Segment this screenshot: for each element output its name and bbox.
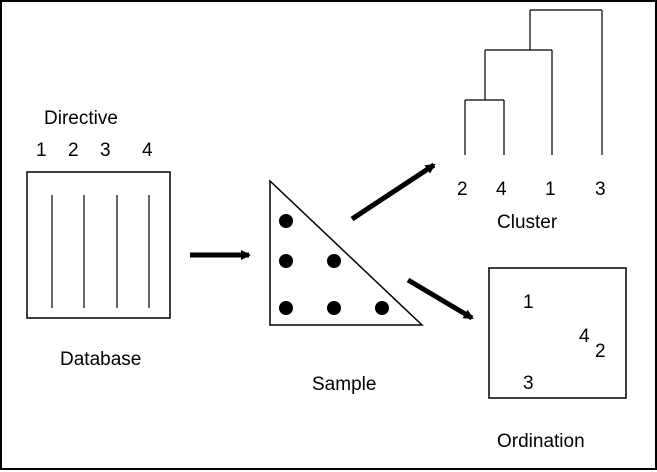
ordination-plot-box <box>488 267 627 399</box>
arrow-sample-to-cluster <box>350 162 436 222</box>
sample-dot <box>279 254 293 268</box>
ordination-point-1: 1 <box>523 292 534 313</box>
cluster-label: Cluster <box>497 212 558 233</box>
database-heading: Directive <box>44 108 118 129</box>
cluster-leaf-3: 1 <box>545 179 556 200</box>
ordination-point-4: 4 <box>579 326 590 347</box>
ordination-label: Ordination <box>497 431 585 452</box>
sample-dot <box>375 301 389 315</box>
sample-dot <box>327 254 341 268</box>
cluster-leaf-2: 4 <box>496 179 507 200</box>
database-column-1: 1 <box>36 140 47 161</box>
database-label: Database <box>60 349 141 370</box>
sample-label: Sample <box>312 374 376 395</box>
database-column-2: 2 <box>68 140 79 161</box>
sample-dot <box>327 301 341 315</box>
sample-triangle <box>269 179 424 326</box>
ordination-point-3: 3 <box>523 373 534 394</box>
cluster-dendrogram <box>464 9 603 155</box>
database-column-4: 4 <box>142 140 153 161</box>
sample-dot <box>279 301 293 315</box>
cluster-leaf-4: 3 <box>595 179 606 200</box>
ordination-point-2: 2 <box>595 341 606 362</box>
database-table-box <box>26 171 171 319</box>
database-column-3: 3 <box>100 140 111 161</box>
cluster-leaf-1: 2 <box>457 179 468 200</box>
arrow-sample-to-ordination <box>406 277 474 321</box>
sample-dot <box>279 214 293 228</box>
